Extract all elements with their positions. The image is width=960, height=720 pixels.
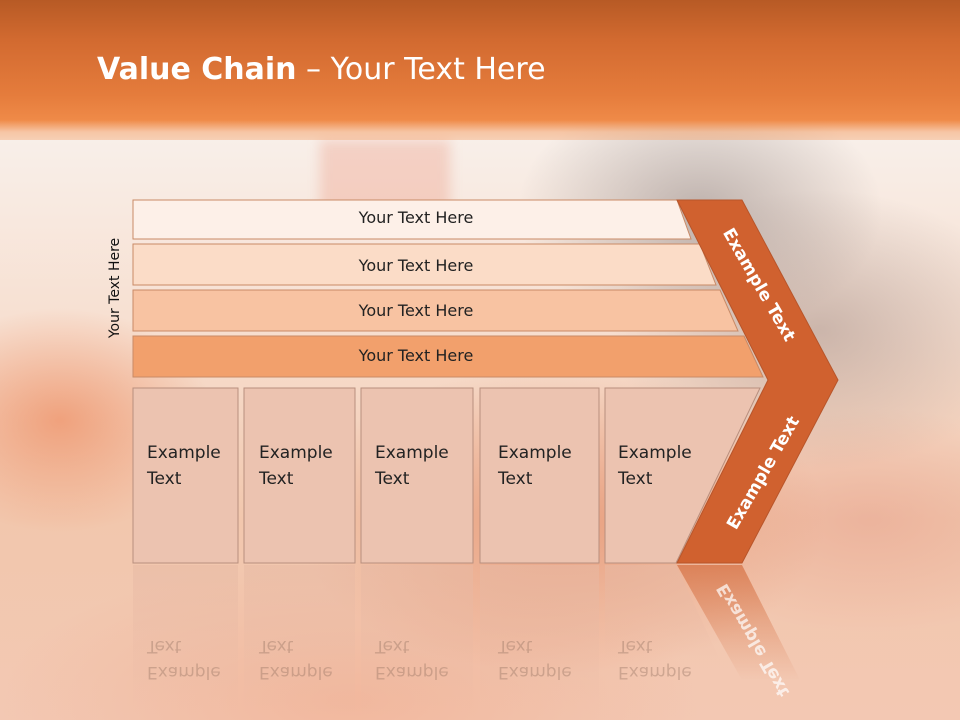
- primary-box-5[interactable]: [604, 387, 761, 564]
- primary-box-3[interactable]: [360, 387, 474, 564]
- margin-arrow[interactable]: [676, 199, 839, 564]
- support-row-2-label: Your Text Here: [358, 256, 474, 275]
- primary-box-2[interactable]: [243, 387, 356, 564]
- margin-arrow-reflection: [677, 565, 800, 680]
- title-bold: Value Chain: [97, 52, 297, 87]
- primary-box-1[interactable]: [132, 387, 239, 564]
- support-row-1[interactable]: [132, 199, 692, 240]
- page-title: Value Chain – Your Text Here: [97, 52, 546, 87]
- support-row-4-label: Your Text Here: [358, 346, 474, 365]
- support-row-3[interactable]: [132, 289, 739, 332]
- box-reflection-1: [133, 565, 238, 715]
- header-band: [0, 0, 960, 140]
- box-reflection-3: [361, 565, 473, 715]
- box-reflection-2: [244, 565, 355, 715]
- primary-box-4[interactable]: [479, 387, 600, 564]
- title-rest: – Your Text Here: [296, 52, 546, 87]
- support-row-1-label: Your Text Here: [358, 208, 474, 227]
- support-row-4[interactable]: [132, 335, 764, 378]
- box-reflection-5: [605, 565, 720, 660]
- support-row-3-label: Your Text Here: [358, 301, 474, 320]
- support-row-2[interactable]: [132, 243, 717, 286]
- box-reflection-4: [480, 565, 599, 715]
